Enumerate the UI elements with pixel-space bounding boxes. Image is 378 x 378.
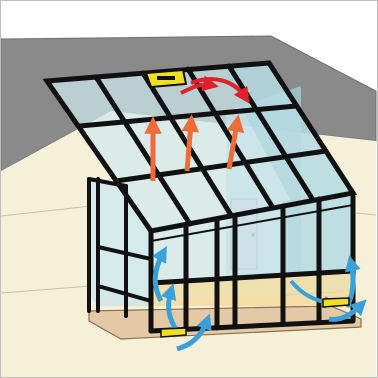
wall-siding-line [1, 285, 92, 294]
roof-glass-shade [221, 63, 353, 201]
floor-vent-icon [322, 297, 350, 308]
side-frame [87, 177, 153, 318]
cool-air-arrow-icon [176, 313, 212, 352]
warm-air-arrow-icon [226, 114, 245, 170]
warm-air-arrow-icon [181, 114, 199, 172]
front-transom [150, 204, 354, 242]
floor-vent-icon [160, 327, 187, 338]
exhaust-arrow-icon [190, 77, 250, 104]
cool-air-arrow-icon [328, 299, 367, 322]
roof-vent-icon [144, 68, 188, 89]
wall-siding-line [1, 205, 92, 217]
wall-siding-line [355, 212, 377, 216]
exhaust-arrow-icon [180, 75, 219, 95]
cool-air-arrow-icon [152, 246, 167, 303]
